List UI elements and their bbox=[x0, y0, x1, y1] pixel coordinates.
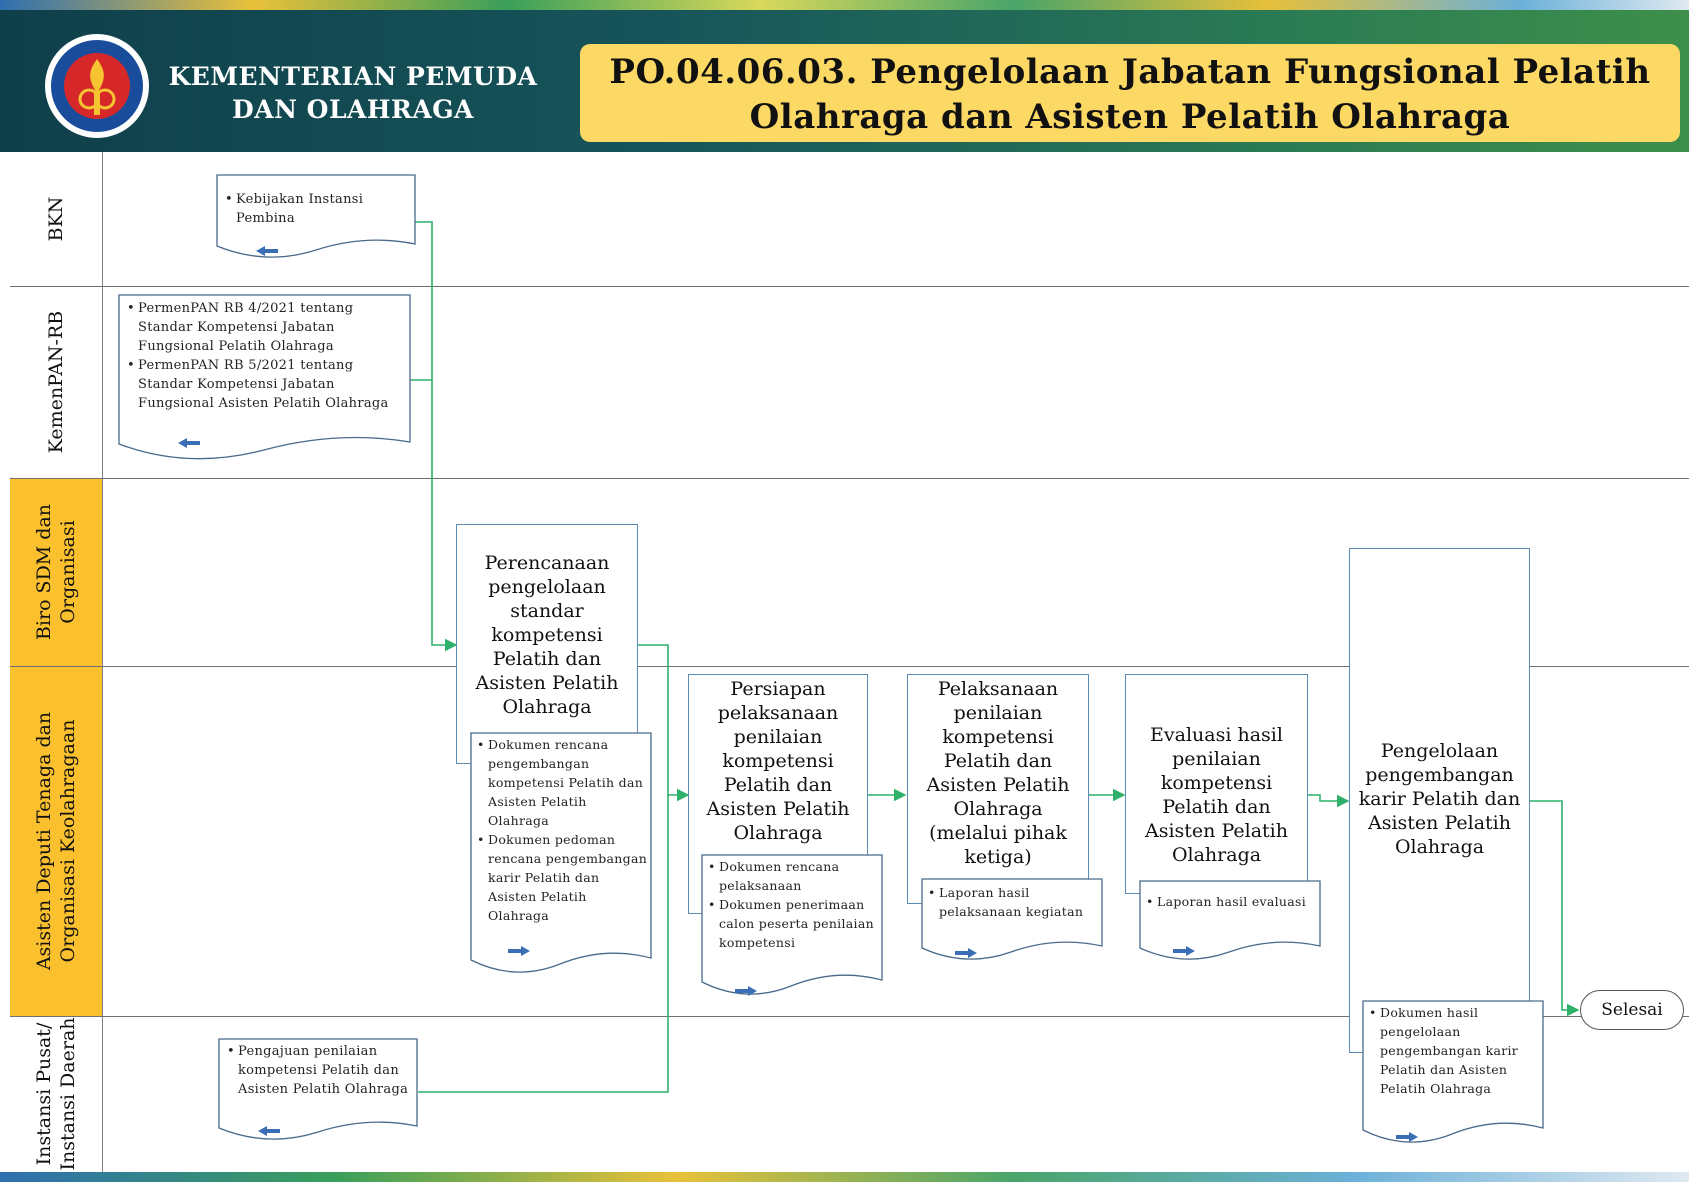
lane-divider bbox=[10, 286, 1689, 287]
output-doc-perencanaan: Dokumen rencana pengembangan kompetensi … bbox=[470, 732, 652, 984]
process-pelaksanaan: Pelaksanaan penilaian kompetensi Pelatih… bbox=[907, 674, 1089, 904]
process-label: Evaluasi hasil penilaian kompetensi Pela… bbox=[1145, 724, 1288, 866]
output-item: Dokumen rencana pengembangan kompetensi … bbox=[477, 735, 650, 830]
arrow-right-icon bbox=[955, 948, 977, 958]
kemenpan-input-item: PermenPAN RB 4/2021 tentang Standar Komp… bbox=[127, 299, 404, 356]
lane-bkn: BKN bbox=[10, 152, 103, 286]
arrow-right-icon bbox=[735, 986, 757, 996]
process-evaluasi: Evaluasi hasil penilaian kompetensi Pela… bbox=[1125, 674, 1308, 894]
output-doc-persiapan: Dokumen rencana pelaksanaan Dokumen pene… bbox=[701, 854, 883, 1004]
lane-divider bbox=[10, 1016, 1689, 1017]
arrow-right-icon bbox=[1396, 1132, 1418, 1142]
title-box: PO.04.06.03. Pengelolaan Jabatan Fungsio… bbox=[580, 44, 1680, 142]
input-doc-instansi: Pengajuan penilaian kompetensi Pelatih d… bbox=[218, 1038, 418, 1146]
output-item: Dokumen penerimaan calon peserta penilai… bbox=[708, 895, 881, 952]
process-perencanaan: Perencanaan pengelolaan standar kompeten… bbox=[456, 524, 638, 764]
output-item: Dokumen rencana pelaksanaan bbox=[708, 857, 881, 895]
output-item: Laporan hasil evaluasi bbox=[1146, 892, 1319, 911]
process-label: Persiapan pelaksanaan penilaian kompeten… bbox=[706, 678, 850, 844]
lane-divider bbox=[10, 666, 1689, 667]
arrow-left-icon bbox=[256, 246, 278, 256]
connector-p1-to-p2 bbox=[638, 644, 690, 802]
kemenpora-emblem-icon bbox=[45, 34, 149, 138]
bkn-input-item: Kebijakan Instansi Pembina bbox=[225, 190, 408, 228]
connector-p4-to-p5 bbox=[1306, 794, 1350, 808]
lane-kemenpan-rb: KemenPAN-RB bbox=[10, 286, 103, 478]
instansi-input-item: Pengajuan penilaian kompetensi Pelatih d… bbox=[227, 1042, 410, 1099]
connector-bkn-to-p1 bbox=[414, 221, 458, 652]
arrow-left-icon bbox=[178, 438, 200, 448]
input-doc-bkn: Kebijakan Instansi Pembina bbox=[216, 174, 416, 264]
page-title: PO.04.06.03. Pengelolaan Jabatan Fungsio… bbox=[580, 50, 1680, 140]
process-label: Pelaksanaan penilaian kompetensi Pelatih… bbox=[926, 678, 1070, 868]
connector-p5-to-end bbox=[1530, 800, 1580, 1017]
end-terminator: Selesai bbox=[1580, 990, 1684, 1030]
kemenpan-input-item: PermenPAN RB 5/2021 tentang Standar Komp… bbox=[127, 356, 404, 413]
arrow-left-icon bbox=[258, 1126, 280, 1136]
output-doc-pengelolaan-karir: Dokumen hasil pengelolaan pengembangan k… bbox=[1362, 1000, 1544, 1152]
output-item: Dokumen pedoman rencana pengembangan kar… bbox=[477, 830, 650, 925]
output-doc-evaluasi: Laporan hasil evaluasi bbox=[1139, 880, 1321, 966]
top-decorative-strip bbox=[0, 0, 1689, 10]
arrow-right-icon bbox=[508, 946, 530, 956]
lane-instansi: Instansi Pusat/Instansi Daerah bbox=[10, 1016, 103, 1172]
title-line-1: PO.04.06.03. Pengelolaan Jabatan Fungsio… bbox=[609, 52, 1651, 92]
title-line-2: Olahraga dan Asisten Pelatih Olahraga bbox=[749, 97, 1511, 137]
input-doc-kemenpan: PermenPAN RB 4/2021 tentang Standar Komp… bbox=[118, 294, 411, 468]
connector-instansi-to-p2 bbox=[418, 795, 669, 1093]
ministry-line-1: KEMENTERIAN PEMUDA bbox=[168, 62, 538, 91]
process-pengelolaan-karir: Pengelolaan pengembangan karir Pelatih d… bbox=[1349, 548, 1530, 1053]
bottom-decorative-strip bbox=[0, 1172, 1689, 1182]
ministry-line-2: DAN OLAHRAGA bbox=[232, 95, 474, 124]
header-banner: KEMENTERIAN PEMUDA DAN OLAHRAGA PO.04.06… bbox=[0, 10, 1689, 152]
ministry-name: KEMENTERIAN PEMUDA DAN OLAHRAGA bbox=[168, 60, 538, 126]
process-label: Perencanaan pengelolaan standar kompeten… bbox=[475, 552, 619, 718]
arrow-right-icon bbox=[1173, 946, 1195, 956]
output-item: Dokumen hasil pengelolaan pengembangan k… bbox=[1369, 1003, 1542, 1098]
lane-divider bbox=[10, 478, 1689, 479]
process-label: Pengelolaan pengembangan karir Pelatih d… bbox=[1358, 740, 1521, 858]
output-doc-pelaksanaan: Laporan hasil pelaksanaan kegiatan bbox=[921, 878, 1103, 968]
output-item: Laporan hasil pelaksanaan kegiatan bbox=[928, 883, 1101, 921]
